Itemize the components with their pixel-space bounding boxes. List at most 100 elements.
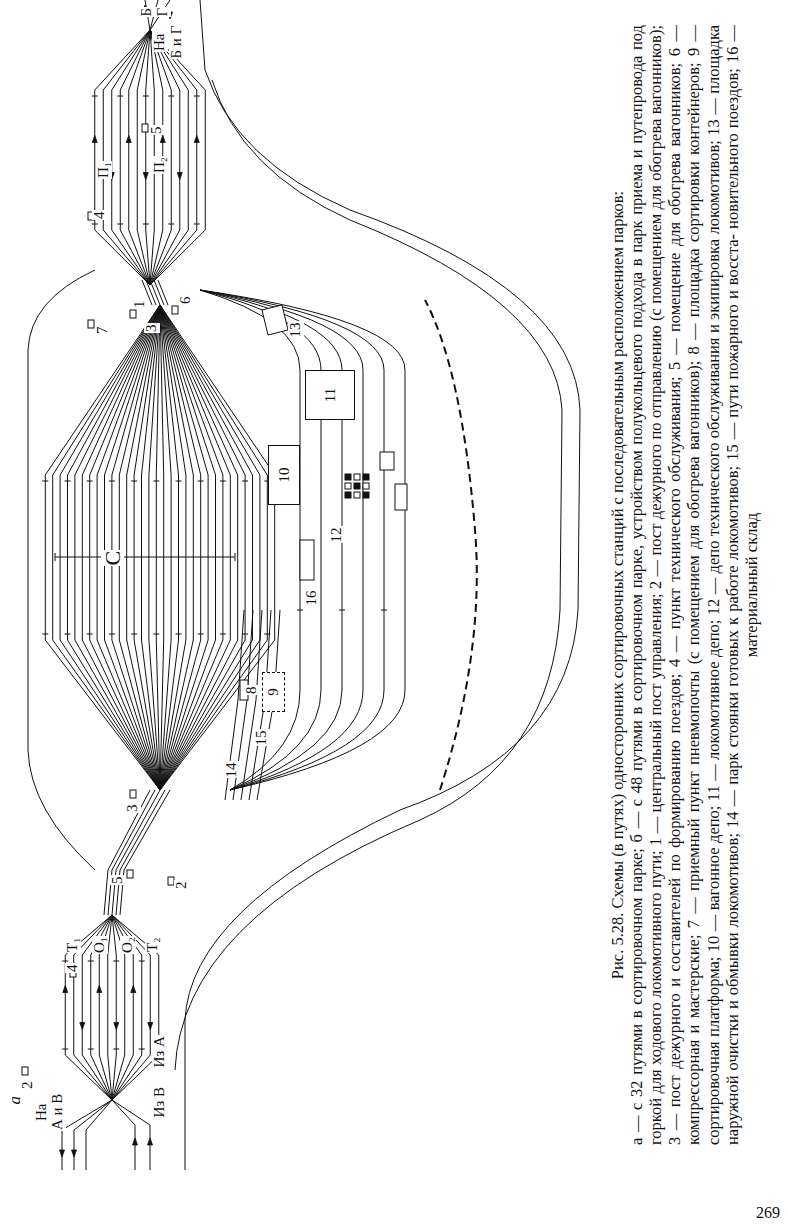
callout-label: 13	[288, 322, 304, 339]
track-line	[142, 305, 161, 790]
track-line	[91, 915, 112, 1100]
insulating-joint	[198, 634, 204, 635]
track-line	[82, 915, 112, 1100]
track-line	[119, 305, 160, 790]
direction-arrow	[143, 173, 148, 180]
insulating-joint	[87, 634, 93, 635]
track-line	[175, 80, 562, 1070]
insulating-joint	[220, 481, 226, 482]
insulating-joint	[88, 1049, 94, 1050]
callout-label: С	[101, 550, 124, 567]
track-line	[160, 305, 230, 790]
post-symbol	[354, 492, 360, 498]
track-line	[60, 305, 160, 790]
track-line	[120, 30, 150, 285]
insulating-joint	[117, 96, 123, 97]
insulating-joint	[339, 610, 345, 611]
track-line	[149, 305, 160, 790]
insulating-joint	[381, 610, 387, 611]
figure-caption: а — с 32 путями в сортировочном парке; б…	[627, 25, 761, 1145]
track-line	[129, 30, 150, 285]
callout-label: Т₂	[145, 937, 161, 953]
building-box: 9	[262, 672, 285, 712]
building-number: 10	[276, 468, 293, 483]
track-line	[45, 305, 160, 790]
building-box: 11	[305, 370, 355, 420]
track-line	[200, 290, 363, 790]
callout-label: О₂	[120, 936, 136, 954]
callout-label: 1	[132, 300, 148, 310]
insulating-joint	[62, 961, 68, 962]
callout-label: 6	[178, 296, 194, 306]
post-symbol	[363, 492, 369, 498]
callout-label: О₁	[92, 936, 108, 954]
post-symbol	[345, 474, 351, 480]
track-line	[160, 305, 238, 790]
insulating-joint	[220, 634, 226, 635]
track-line	[116, 790, 165, 915]
track-line	[86, 1100, 112, 1170]
track-line	[112, 915, 116, 1100]
callout-label: 3	[144, 324, 160, 334]
track-line	[108, 790, 155, 915]
post-symbol	[300, 540, 314, 580]
insulating-joint	[198, 481, 204, 482]
track-line	[108, 915, 112, 1100]
track-line	[68, 305, 161, 790]
post-symbol	[142, 124, 148, 132]
track-line	[160, 305, 186, 790]
callout-label: Т₁	[65, 937, 81, 953]
track-line	[55, 556, 235, 557]
insulating-joint	[168, 224, 174, 225]
post-symbol	[22, 1067, 28, 1075]
insulating-joint	[42, 481, 48, 482]
callout-label: 12	[329, 527, 345, 544]
track-line	[146, 30, 150, 285]
callout-label: 5	[110, 876, 126, 886]
track-line	[225, 610, 244, 800]
insulating-joint	[194, 224, 200, 225]
post-symbol	[172, 306, 178, 314]
track-line	[75, 305, 160, 790]
direction-arrow	[114, 1023, 119, 1030]
insulating-joint	[131, 481, 137, 482]
track-line	[112, 915, 142, 1100]
post-symbol	[380, 452, 394, 470]
direction-arrow	[177, 173, 182, 180]
insulating-joint	[62, 1049, 68, 1050]
track-line	[112, 305, 160, 790]
post-symbol	[354, 474, 360, 480]
insulating-joint	[143, 224, 149, 225]
post-symbol	[127, 870, 133, 878]
insulating-joint	[113, 1049, 119, 1050]
callout-label: 16	[304, 590, 320, 607]
direction-arrow	[160, 136, 165, 143]
insulating-joint	[242, 481, 248, 482]
track-line	[90, 305, 160, 790]
insulating-joint	[65, 634, 71, 635]
insulating-joint	[176, 481, 182, 482]
direction-arrow	[194, 136, 199, 143]
direction-arrow	[148, 1138, 153, 1145]
track-line	[105, 305, 161, 790]
callout-label: П₁	[96, 161, 112, 179]
track-line	[112, 790, 160, 915]
callout-label: П₂	[152, 156, 168, 174]
figure-title: Рис. 5.28. Схемы (в путях) односторонних…	[608, 25, 627, 1145]
direction-arrow	[133, 1138, 138, 1145]
callout-label: Б	[139, 7, 155, 18]
callout-label: Б и Г	[169, 25, 185, 60]
track-line	[241, 610, 262, 800]
track-line	[82, 305, 160, 790]
insulating-joint	[139, 1049, 145, 1050]
callout-label: 2	[174, 881, 190, 891]
track-layout	[0, 0, 600, 1170]
washing-site	[262, 305, 288, 335]
track-line	[200, 290, 405, 790]
callout-label: 8	[244, 686, 260, 696]
track-line	[112, 1100, 150, 1170]
track-line	[53, 305, 160, 790]
track-line	[156, 305, 160, 790]
insulating-joint	[168, 96, 174, 97]
direction-arrow	[131, 986, 136, 993]
